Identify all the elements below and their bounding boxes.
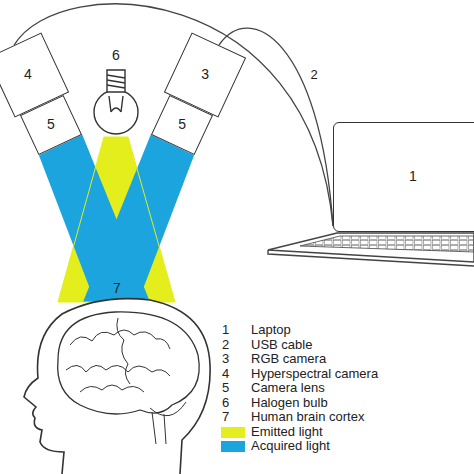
human-head	[24, 299, 210, 474]
legend-text: RGB camera	[251, 352, 326, 367]
legend-number: 2	[222, 338, 229, 353]
bulb-filament	[109, 96, 123, 112]
node-number: 5	[47, 117, 55, 132]
legend-text: Camera lens	[251, 381, 325, 396]
node-number: 4	[24, 67, 32, 82]
head-outline	[24, 299, 210, 474]
node-number: 5	[178, 117, 186, 132]
legend-number: 6	[222, 396, 229, 411]
laptop-base	[268, 233, 474, 262]
legend-text: USB cable	[251, 338, 312, 353]
cable-label: 2	[309, 68, 320, 83]
laptop-screen: 1	[333, 122, 474, 232]
emitted-light-edge	[58, 137, 175, 302]
acquired-light	[83, 135, 194, 303]
legend-swatch	[221, 441, 245, 452]
legend-number: 7	[222, 410, 229, 425]
brain-outline	[58, 312, 200, 414]
legend-number: 3	[222, 352, 229, 367]
screw-thread	[107, 75, 125, 88]
laptop-keyboard	[300, 236, 474, 252]
usb-cable	[14, 4, 333, 226]
callout-number: 7	[113, 280, 121, 296]
legend-text: Emitted light	[251, 425, 323, 440]
halogen-bulb	[94, 70, 138, 134]
legend-text: Acquired light	[251, 439, 330, 454]
legend-text: Human brain cortex	[251, 410, 364, 425]
legend-text: Hyperspectral camera	[251, 367, 378, 382]
legend-number: 5	[222, 381, 229, 396]
node-number: 3	[201, 67, 209, 82]
node-number: 1	[409, 169, 417, 184]
light-beams	[39, 135, 194, 303]
legend-text: Laptop	[251, 323, 291, 338]
callout-number: 6	[112, 47, 120, 63]
legend-number: 4	[222, 367, 229, 382]
laptop-lip	[268, 250, 474, 266]
legend-text: Halogen bulb	[251, 396, 328, 411]
bulb-glass	[94, 90, 138, 134]
brain-gyri	[66, 318, 186, 444]
legend-number: 1	[222, 323, 229, 338]
bulb-screw	[107, 70, 125, 92]
legend-swatch	[221, 427, 245, 438]
